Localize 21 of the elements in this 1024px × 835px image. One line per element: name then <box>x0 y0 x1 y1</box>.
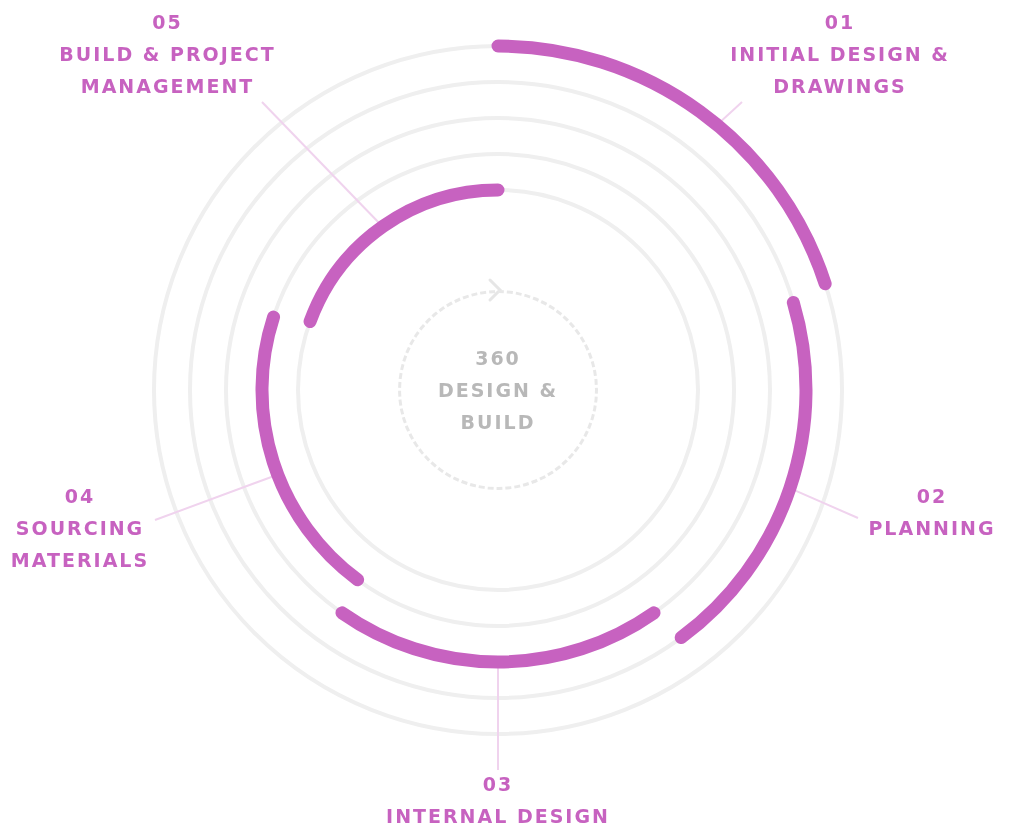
step-number: 02 <box>915 484 949 509</box>
center-dashed-circle <box>398 290 598 490</box>
progress-arc <box>303 183 505 329</box>
step-title: INITIAL DESIGN & DRAWINGS <box>729 42 951 99</box>
step-title: BUILD & PROJECT MANAGEMENT <box>58 42 277 99</box>
step-number: 01 <box>823 10 857 35</box>
progress-arc <box>335 606 661 669</box>
center-title: 360 DESIGN & BUILD <box>436 346 560 435</box>
progress-arc <box>674 296 813 645</box>
step-title: INTERNAL DESIGN <box>385 804 611 829</box>
leader-line <box>154 475 274 521</box>
step-number: 03 <box>481 772 515 797</box>
progress-arc <box>255 310 365 587</box>
step-title: SOURCING MATERIALS <box>9 516 151 573</box>
leader-line <box>497 667 499 771</box>
step-number: 05 <box>151 10 184 35</box>
leader-line <box>720 101 743 122</box>
step-number: 04 <box>63 484 97 509</box>
step-title: PLANNING <box>867 516 997 541</box>
leader-line <box>794 489 859 519</box>
leader-line <box>261 101 380 224</box>
